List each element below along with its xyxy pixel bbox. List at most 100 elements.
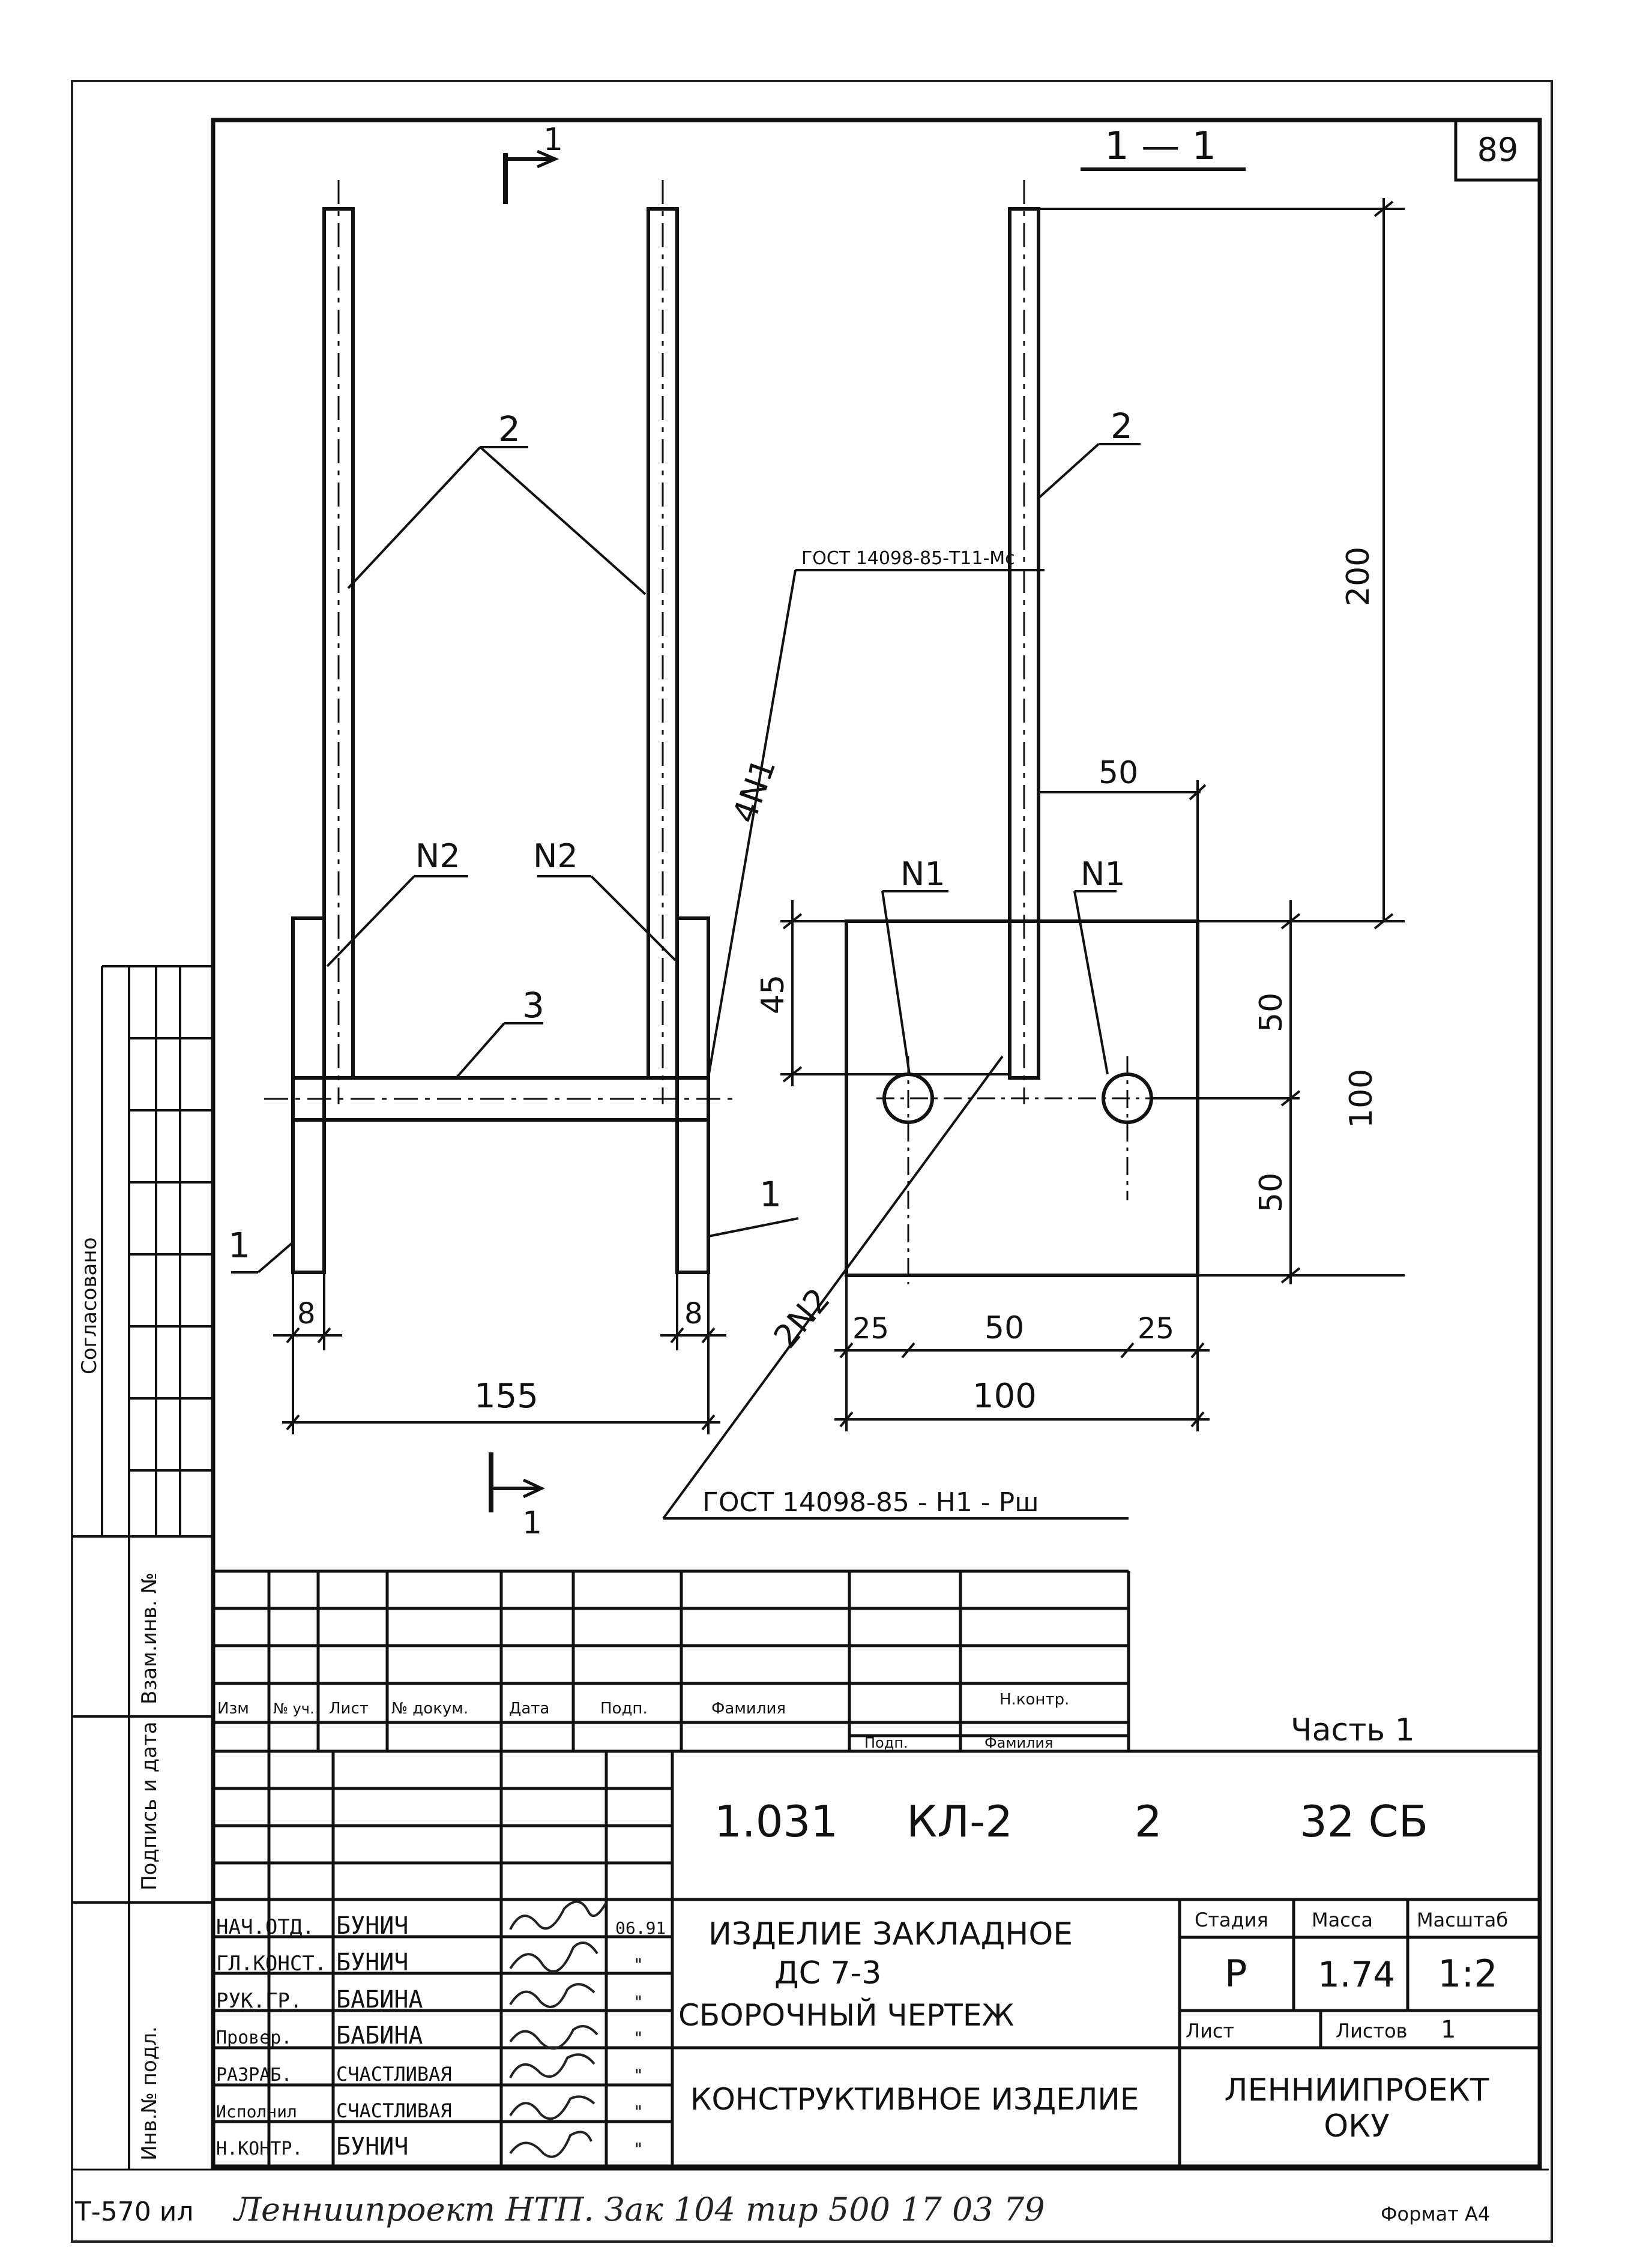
dim-100-right: 100 [1343, 1069, 1379, 1128]
sheet-label: Лист [1186, 2020, 1234, 2042]
document-code-series: 1.031 [714, 1796, 838, 1847]
mark-n2-right: N2 [533, 837, 578, 875]
front-view [264, 149, 738, 1512]
mark-n1-left: N1 [900, 855, 945, 893]
sig-role-5: Исполнил [216, 2102, 297, 2122]
section-view [845, 167, 1246, 1284]
position-2-left: 2 [498, 409, 520, 450]
sheet-number-box [1454, 118, 1542, 182]
strip-soglasovano: Согласовано [77, 1238, 101, 1374]
sig-name-0: БУНИЧ [336, 1912, 408, 1940]
left-stamp-strip [72, 965, 213, 2170]
sheet-number: 89 [1477, 131, 1519, 169]
title-block-grid [213, 1751, 1540, 2167]
sig-date-3: " [633, 2028, 644, 2048]
mark-n2-left: N2 [415, 837, 460, 875]
footer-handwritten: Ленниипроект НТП. Зак 104 тир 500 17 03 … [232, 2191, 1045, 2228]
document-code-sheet: 32 СБ [1300, 1796, 1428, 1847]
dim-50-right-a: 50 [1253, 993, 1289, 1032]
dim-100-bottom: 100 [972, 1377, 1037, 1416]
sig-role-3: Провер. [216, 2027, 292, 2048]
rev-header-podp: Подп. [600, 1700, 648, 1718]
dimension-lines [273, 198, 1405, 1434]
product-subtitle: КОНСТРУКТИВНОЕ ИЗДЕЛИЕ [690, 2082, 1139, 2117]
position-2-right: 2 [1111, 406, 1133, 447]
strip-podpis-data: Подпись и дата [137, 1721, 161, 1891]
sig-date-5: " [633, 2102, 644, 2122]
sig-name-2: БАБИНА [336, 1986, 423, 2014]
mass-value: 1.74 [1318, 1954, 1395, 1995]
rev-header-nkontr: Н.контр. [999, 1691, 1069, 1709]
sig-date-1: " [633, 1955, 644, 1975]
position-3: 3 [522, 985, 544, 1026]
count-4n1: 4N1 [725, 753, 783, 828]
product-name-line2: ДС 7-3 [774, 1955, 881, 1991]
sheets-label: Листов [1336, 2020, 1408, 2042]
scale-label: Масштаб [1417, 1909, 1508, 1931]
part-label: Часть 1 [1291, 1712, 1415, 1748]
sig-role-1: ГЛ.КОНСТ. [216, 1952, 327, 1976]
sig-role-4: РАЗРАБ. [216, 2065, 292, 2086]
revision-table-headers: Изм № уч. Лист № докум. Дата Подп. Фамил… [217, 1691, 1069, 1751]
sig-date-4: " [633, 2065, 644, 2085]
footer-inventory: Т-570 ил [74, 2197, 193, 2227]
org-name-line2: ОКУ [1324, 2108, 1390, 2144]
footer-format: Формат А4 [1381, 2203, 1490, 2225]
position-1-right: 1 [759, 1174, 782, 1215]
product-name-line3: СБОРОЧНЫЙ ЧЕРТЕЖ [678, 1997, 1014, 2033]
strip-inv-podl: Инв.№ подл. [137, 2026, 161, 2161]
weld-note-top: ГОСТ 14098-85-Т11-Мс [801, 548, 1015, 569]
dim-50-bottom: 50 [984, 1310, 1024, 1346]
dim-8-right: 8 [684, 1297, 703, 1331]
sig-role-0: НАЧ.ОТД. [216, 1915, 315, 1939]
stage-label: Стадия [1195, 1909, 1268, 1931]
mass-label: Масса [1312, 1909, 1373, 1931]
section-mark-top: 1 [543, 122, 563, 158]
dim-200: 200 [1340, 547, 1376, 606]
dim-155: 155 [474, 1377, 538, 1416]
sig-name-1: БУНИЧ [336, 1949, 408, 1976]
rev-header-dokum: № докум. [391, 1700, 468, 1718]
position-1-left: 1 [228, 1225, 250, 1266]
section-title: 1 — 1 [1105, 124, 1216, 169]
rev-header-nkontr-podp: Подп. [864, 1734, 908, 1751]
signature-scribbles [509, 1900, 607, 2158]
sig-role-6: Н.КОНТР. [216, 2138, 303, 2159]
dim-25-right: 25 [1138, 1312, 1174, 1346]
section-mark-bottom: 1 [522, 1505, 542, 1541]
sig-date-6: " [633, 2139, 644, 2159]
rev-header-familiya: Фамилия [711, 1700, 786, 1718]
dim-8-left: 8 [297, 1297, 316, 1331]
weld-note-bottom: ГОСТ 14098-85 - Н1 - Рш [702, 1487, 1039, 1518]
sig-role-2: РУК.ГР. [216, 1989, 302, 2013]
scale-value: 1:2 [1438, 1952, 1498, 1996]
sig-name-4: СЧАСТЛИВАЯ [336, 2063, 452, 2086]
rev-header-uch: № уч. [273, 1700, 315, 1717]
rev-header-data: Дата [509, 1700, 549, 1718]
dim-50-top: 50 [1099, 755, 1138, 791]
sig-date-0: 06.91 [615, 1918, 666, 1938]
rev-header-izm: Изм [217, 1700, 249, 1718]
sig-date-2: " [633, 1992, 644, 2012]
rev-header-list: Лист [329, 1700, 369, 1718]
dim-45: 45 [755, 975, 791, 1014]
dim-50-right-b: 50 [1253, 1173, 1289, 1212]
sig-name-6: БУНИЧ [336, 2133, 408, 2161]
product-name-line1: ИЗДЕЛИЕ ЗАКЛАДНОЕ [708, 1916, 1073, 1952]
dim-25-left: 25 [852, 1312, 889, 1346]
revision-table-grid [213, 1569, 1540, 1753]
count-2n2: 2N2 [767, 1281, 837, 1355]
signature-rows: НАЧ.ОТД. БУНИЧ 06.91 ГЛ.КОНСТ. БУНИЧ " Р… [216, 1912, 666, 2161]
rev-header-nkontr-familiya: Фамилия [984, 1734, 1053, 1751]
leader-lines [231, 443, 1141, 1520]
sig-name-5: СЧАСТЛИВАЯ [336, 2099, 452, 2122]
outer-frame [71, 80, 1553, 2243]
sig-name-3: БАБИНА [336, 2022, 423, 2050]
strip-vzam-inv: Взам.инв. № [137, 1572, 161, 1704]
org-name-line1: ЛЕННИИПРОЕКТ [1225, 2072, 1489, 2108]
stage-value: Р [1225, 1952, 1247, 1996]
document-code-kl: КЛ-2 [906, 1796, 1013, 1847]
sheets-value: 1 [1441, 2016, 1456, 2044]
